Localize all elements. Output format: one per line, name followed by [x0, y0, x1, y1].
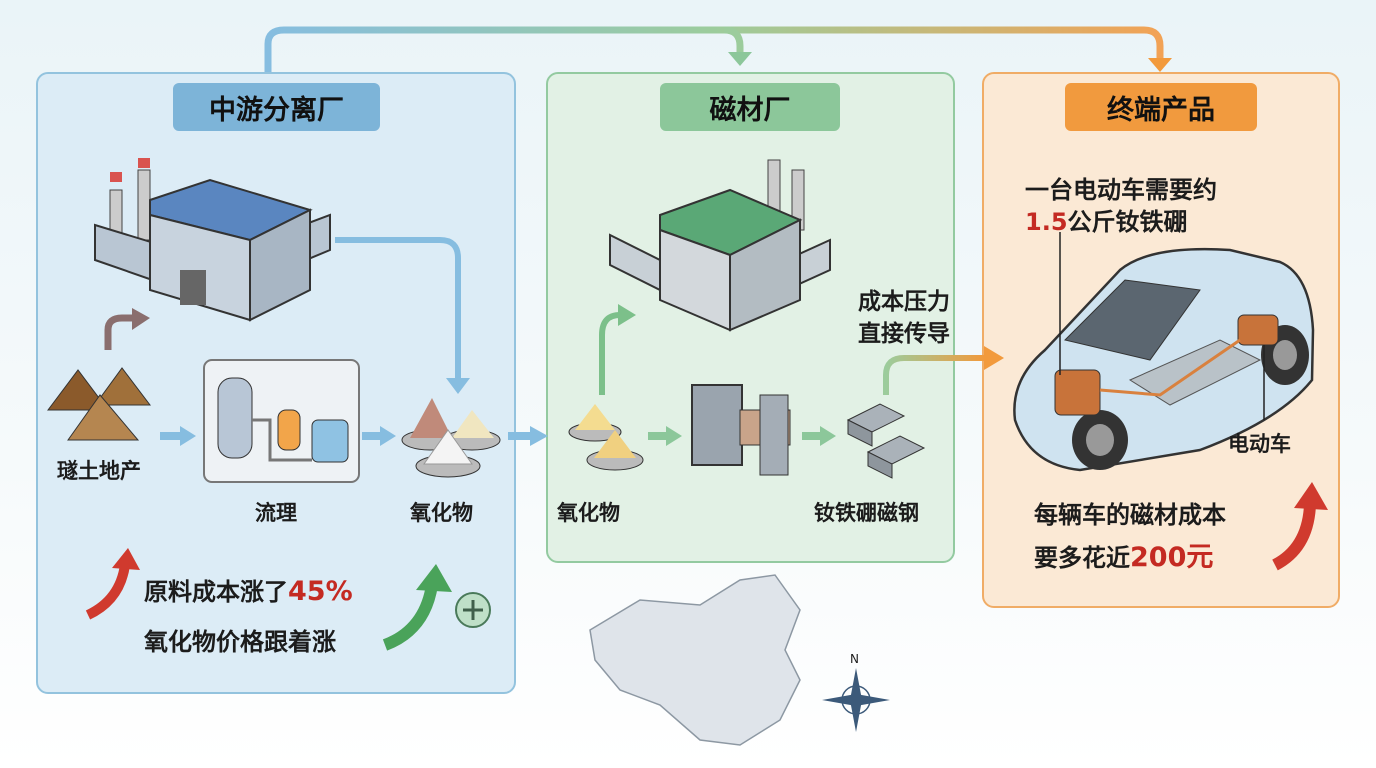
plus-circle-icon	[455, 592, 491, 628]
compass-north-label: N	[850, 652, 859, 666]
cost-pressure-line2: 直接传导	[858, 321, 950, 347]
magnet-press-machine-icon	[691, 384, 791, 476]
compass-icon	[822, 668, 890, 732]
midstream-title: 中游分离厂	[173, 83, 380, 131]
top-connector-line	[264, 26, 1164, 72]
oxide-label: 氧化物	[410, 501, 473, 525]
magnet-cost-line2: 要多花近200元	[1034, 542, 1214, 573]
separation-factory-icon	[94, 158, 331, 322]
magnet-factory-icon	[609, 159, 831, 332]
ev-label: 电动车	[1228, 432, 1291, 456]
china-map-icon	[589, 574, 801, 746]
ndfeb-magnet-icon	[846, 403, 926, 479]
separation-process-icon	[203, 359, 360, 483]
raw-cost-note: 原料成本涨了45%	[144, 576, 353, 607]
oxide-price-note: 氧化物价格跟着涨	[144, 628, 336, 656]
oxide-input-label: 氧化物	[557, 501, 620, 525]
red-up-arrow-icon	[112, 548, 140, 570]
raw-ore-pile-icon	[47, 367, 152, 441]
raw-ore-label: 璲土地产	[57, 459, 141, 483]
cost-pressure-line1: 成本压力	[858, 289, 950, 315]
oxide-powder-icon	[401, 398, 501, 478]
oxide-powder-icon-2	[568, 404, 644, 471]
ndfeb-magnet-label: 钕铁硼磁钢	[814, 501, 919, 525]
arrow-to-magnet-factory	[728, 52, 752, 66]
ndfeb-per-car-line2: 1.5公斤钕铁硼	[1025, 208, 1188, 236]
red-up-arrow-icon-2	[1294, 482, 1328, 510]
electric-vehicle-icon	[1013, 232, 1315, 472]
end-product-title: 终端产品	[1065, 83, 1257, 131]
magnet-cost-line1: 每辆车的磁材成本	[1034, 501, 1226, 529]
arrow-to-end-product	[1148, 58, 1172, 72]
magnet-factory-title: 磁材厂	[660, 83, 840, 131]
green-up-arrow-icon	[416, 564, 452, 592]
process-label: 流理	[255, 501, 297, 525]
ndfeb-per-car-line1: 一台电动车需要约	[1025, 176, 1217, 204]
